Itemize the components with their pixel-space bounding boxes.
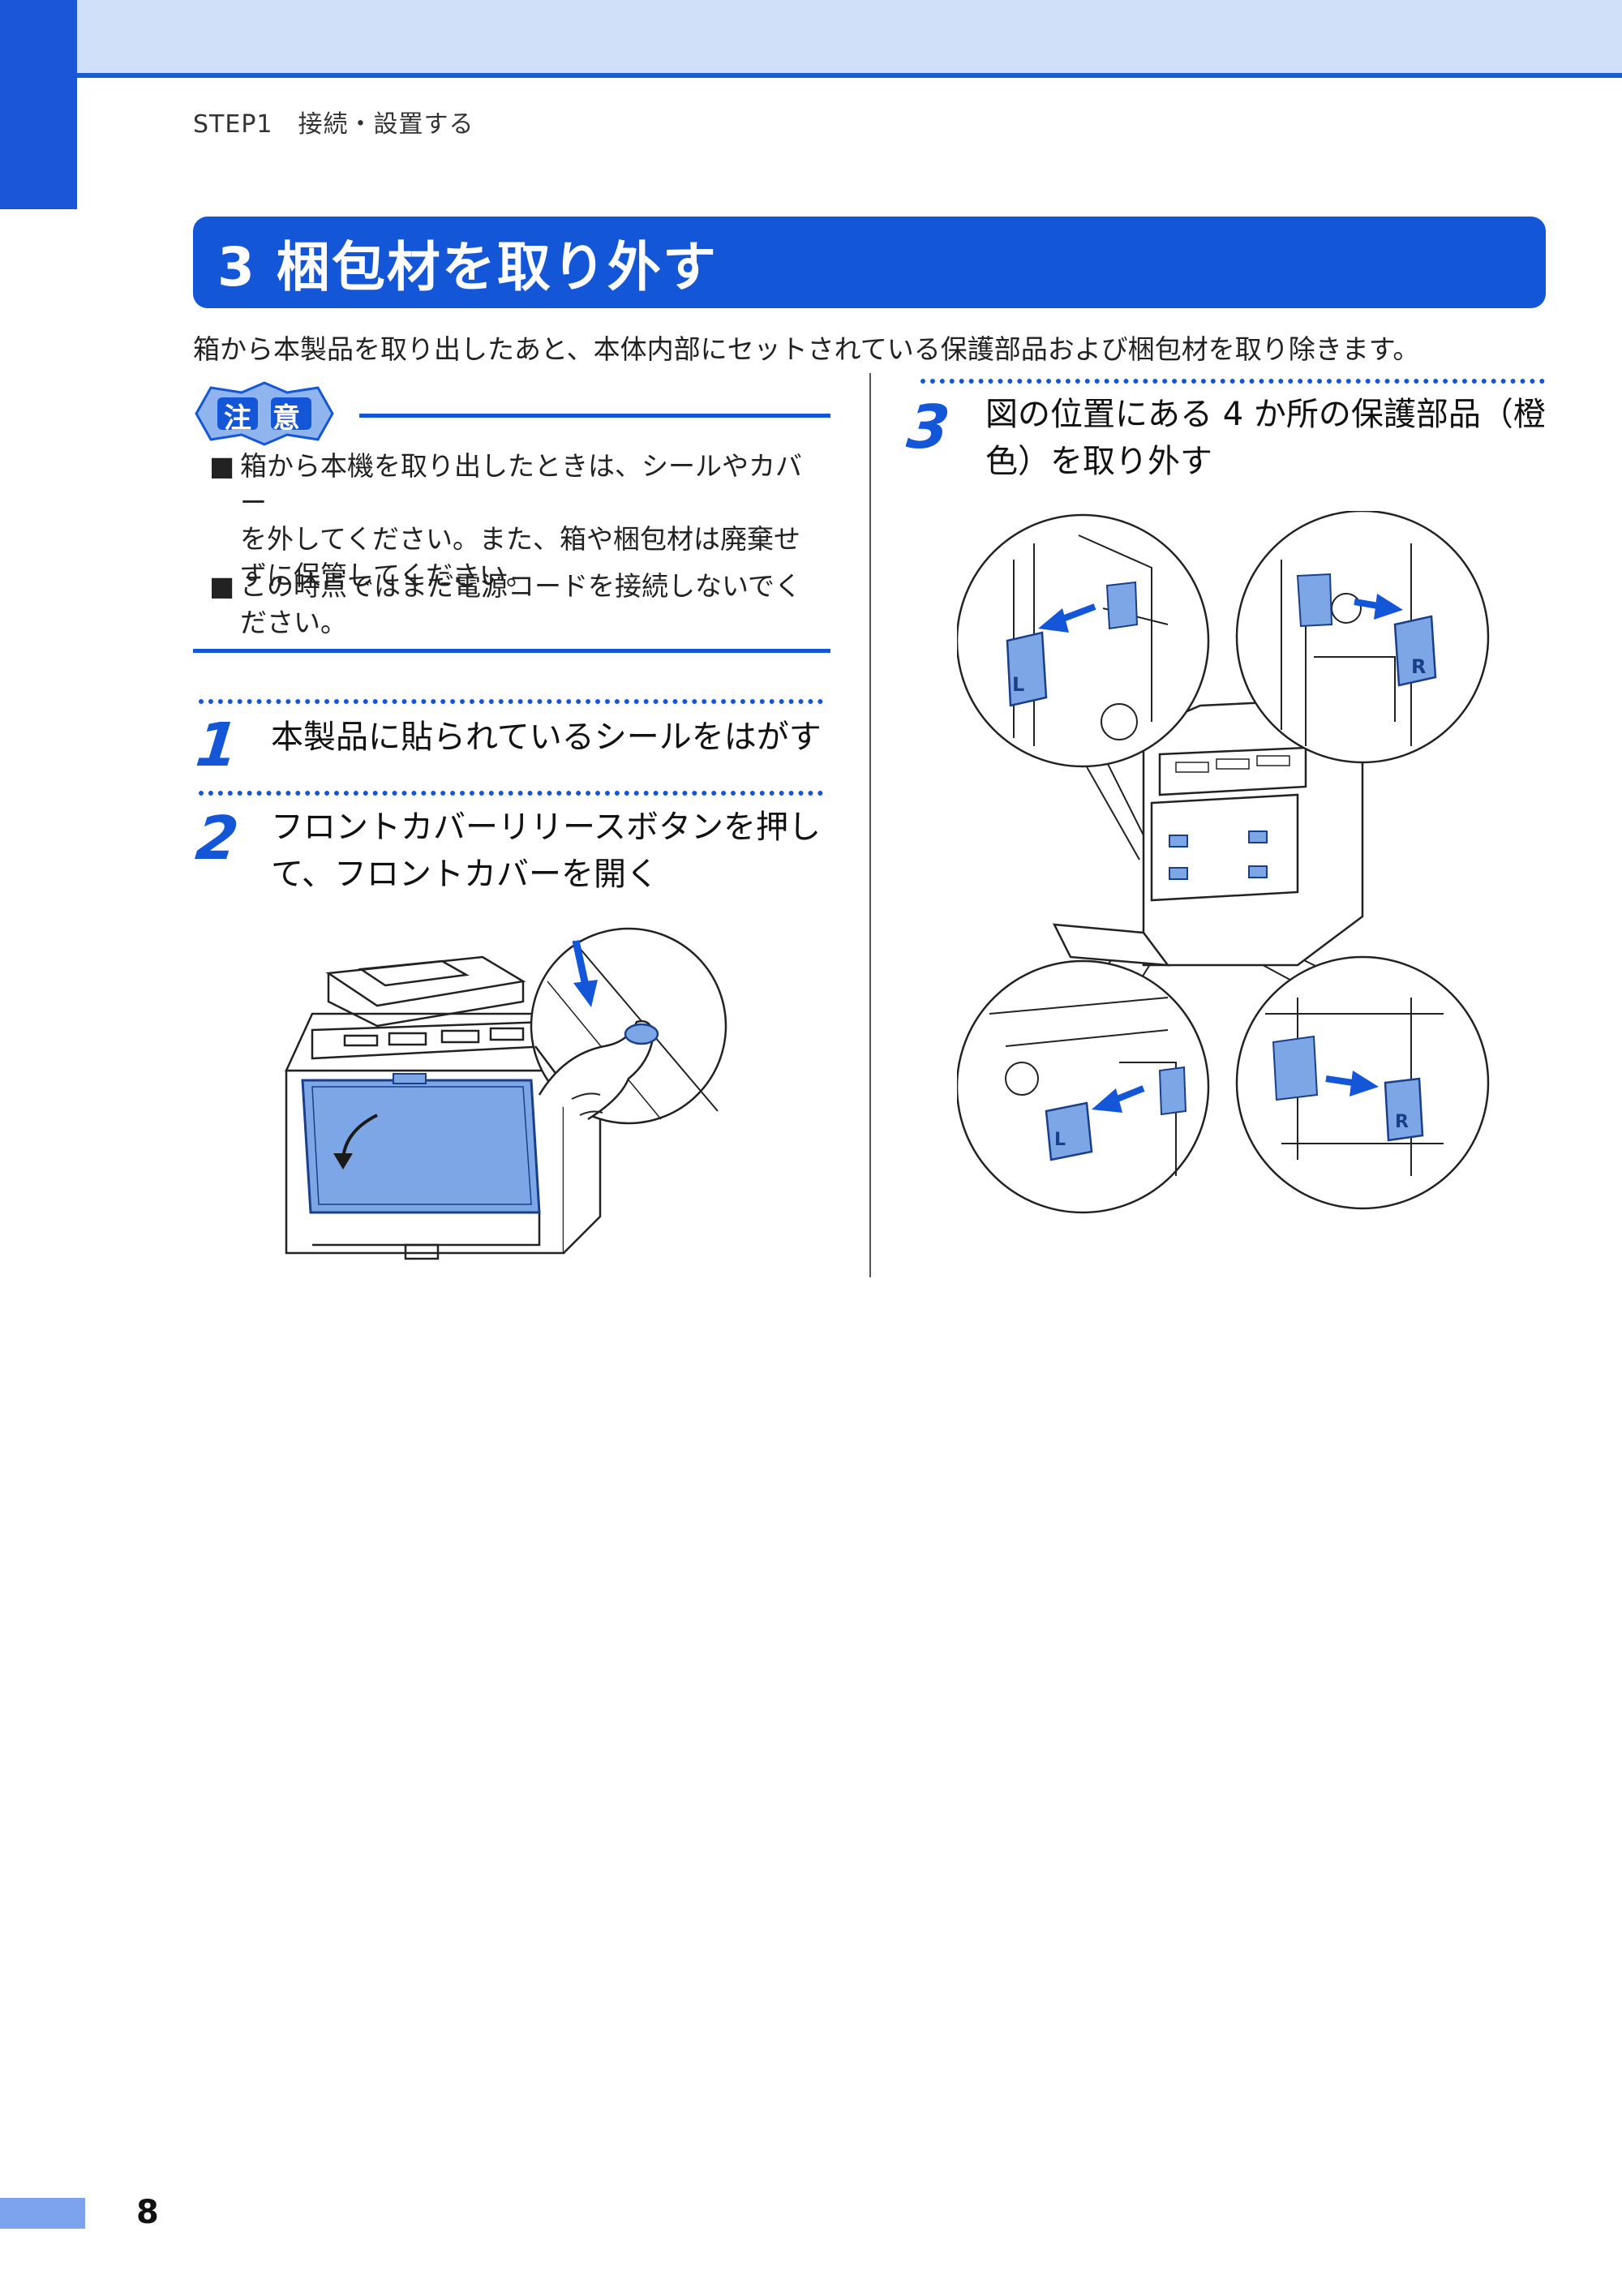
step-text-line: 本製品に貼られているシールをはがす (271, 719, 822, 756)
running-head: STEP1 接続・設置する (193, 110, 474, 139)
step-number: 3 (903, 393, 954, 462)
caution-line: を外してください。また、箱や梱包材は廃棄せ (240, 523, 801, 555)
step-2: 2 フロントカバーリリースボタンを押し て、フロントカバーを開く (192, 799, 842, 912)
step-text-line: て、フロントカバーを開く (271, 856, 659, 893)
dotted-separator (199, 791, 823, 796)
step-text-line: 色）を取り外す (985, 443, 1212, 480)
caution-line: ださい。 (240, 607, 347, 638)
section-banner: 3 梱包材を取り外す (193, 217, 1546, 308)
header-rule (0, 73, 1622, 78)
dotted-separator (199, 699, 823, 704)
bullet-square-icon: ■ (209, 450, 235, 482)
corner-tab (0, 0, 77, 209)
caution-line: 箱から本機を取り出したときは、シールやカバー (240, 450, 802, 518)
label-left: L (1012, 673, 1024, 696)
label-left: L (1054, 1130, 1066, 1150)
label-right: R (1411, 655, 1426, 678)
protective-parts-illustration: L R L R (957, 511, 1490, 1214)
step-1: 1 本製品に貼られているシールをはがす (192, 706, 842, 795)
printer-front-cover-illustration (285, 927, 727, 1260)
caution-badge-label: 注意 (224, 402, 321, 435)
step-number: 2 (192, 804, 242, 873)
step-3: 3 図の位置にある 4 か所の保護部品（橙 色）を取り外す (903, 386, 1561, 500)
step-number: 1 (192, 710, 242, 780)
caution-line: この時点ではまだ電源コードを接続しないでく (240, 570, 802, 602)
bullet-square-icon: ■ (209, 570, 235, 602)
caution-bottom-rule (193, 649, 830, 653)
dotted-separator (920, 379, 1545, 384)
caution-rule (359, 414, 830, 418)
column-divider (869, 373, 871, 1277)
caution-badge-icon (195, 381, 334, 446)
intro-paragraph: 箱から本製品を取り出したあと、本体内部にセットされている保護部品および梱包材を取… (193, 333, 1420, 365)
section-title: 3 梱包材を取り外す (217, 235, 718, 298)
caution-line: ずに保管してください。 (240, 560, 534, 591)
page-number-bar (0, 2198, 85, 2229)
step-text-line: フロントカバーリリースボタンを押し (271, 809, 821, 846)
header-bar (0, 0, 1622, 73)
page-number: 8 (136, 2194, 159, 2231)
step-text-line: 図の位置にある 4 か所の保護部品（橙 (985, 396, 1546, 433)
caution-box: 注意 ■ 箱から本機を取り出したときは、シールやカバー を外してください。また、… (193, 381, 830, 657)
label-right: R (1395, 1112, 1409, 1132)
